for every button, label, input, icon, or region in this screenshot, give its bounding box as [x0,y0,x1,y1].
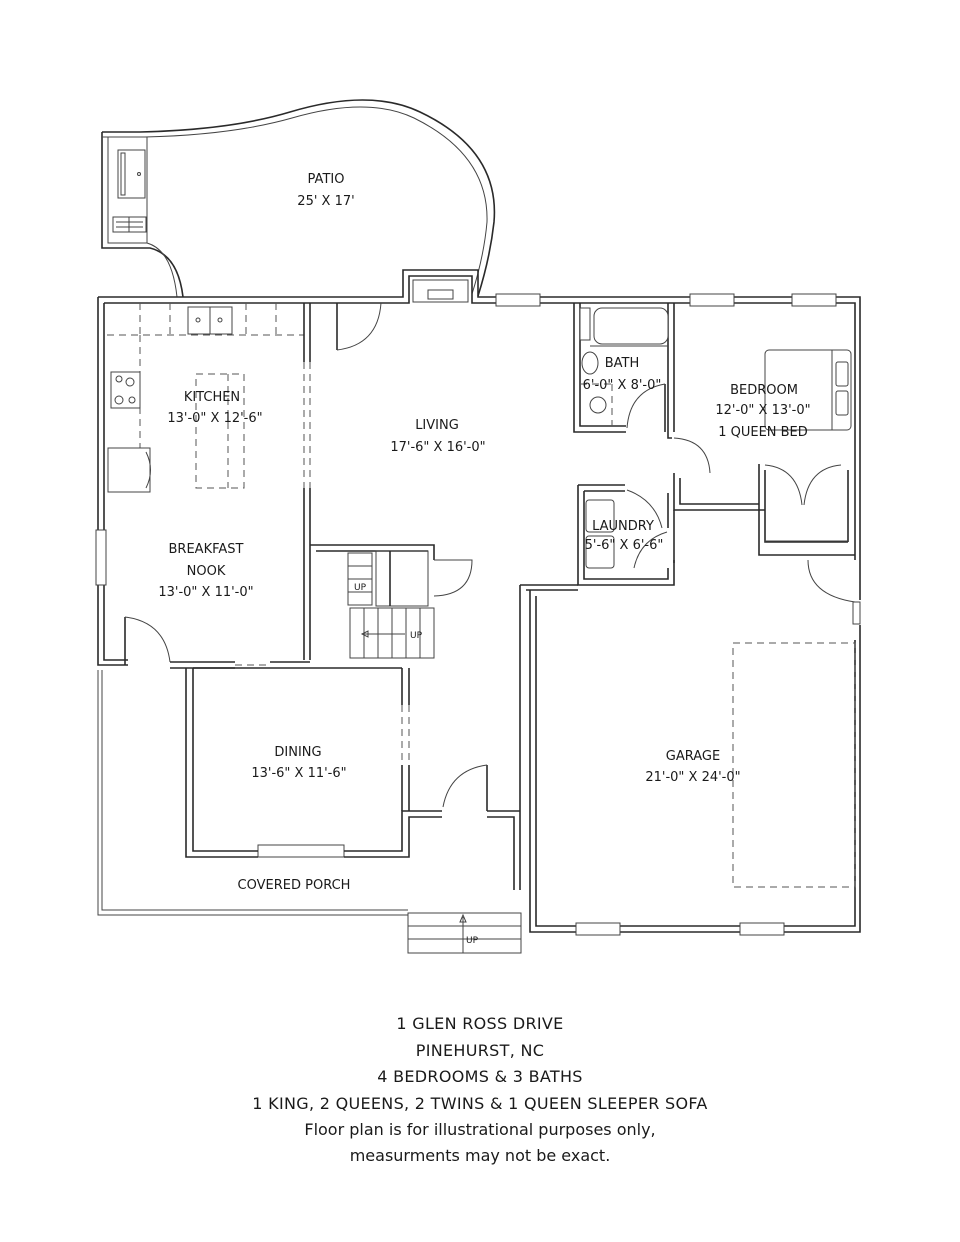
kitchen-island [195,373,245,489]
garage-area: GARAGE 21'-0" X 24'-0" [645,642,856,888]
patio-label: PATIO [308,172,345,187]
garage-label: GARAGE [666,749,720,764]
nook-dims: 13'-0" X 11'-0" [158,585,253,600]
laundry-dims: 5'-6" X 6'-6" [585,538,664,553]
caption-beds: 1 KING, 2 QUEENS, 2 TWINS & 1 QUEEN SLEE… [252,1094,708,1113]
dining-area: DINING 13'-6" X 11'-6" [185,667,520,890]
nook-label-2: NOOK [187,564,226,579]
toilet-icon [581,351,599,375]
living-dims: 17'-6" X 16'-0" [390,440,485,455]
dining-dims: 13'-6" X 11'-6" [251,766,346,781]
porch-steps [407,912,522,954]
caption-summary: 4 BEDROOMS & 3 BATHS [377,1067,583,1086]
living-label: LIVING [415,418,459,433]
bedroom-dims: 12'-0" X 13'-0" [715,403,810,418]
bath-sink-icon [589,396,607,414]
stair-up-label-1: UP [354,583,367,593]
kitchen-area: KITCHEN 13'-0" X 12'-6" [107,303,311,660]
dryer-icon [585,535,615,569]
refrigerator-icon [107,447,151,493]
nook-label-1: BREAKFAST [169,542,244,557]
bed-icon [764,349,852,431]
covered-porch-area: UP COVERED PORCH [97,670,522,954]
kitchen-dims: 13'-0" X 12'-6" [167,411,262,426]
laundry-label: LAUNDRY [592,519,654,534]
staircase: UP UP [347,552,435,659]
bedroom-area: BEDROOM 12'-0" X 13'-0" 1 QUEEN BED [673,349,861,625]
parking-space [732,642,856,888]
windows [95,293,837,936]
bath-area: BATH 6'-0" X 8'-0" [573,303,675,439]
garage-dims: 21'-0" X 24'-0" [645,770,740,785]
laundry-area: LAUNDRY 5'-6" X 6'-6" [519,484,675,890]
dining-label: DINING [274,745,321,760]
porch-up-label: UP [466,936,479,946]
bedroom-beds: 1 QUEEN BED [718,425,808,440]
bath-dims: 6'-0" X 8'-0" [583,378,662,393]
breakfast-nook-area: BREAKFAST NOOK 13'-0" X 11'-0" [124,542,310,669]
patio-dims: 25' X 17' [297,194,354,209]
floor-plan: PATIO 25' X 17' [95,99,861,954]
patio-area: PATIO 25' X 17' [101,99,496,298]
living-area: UP UP LIVING 17'-6" X 16'-0" [310,302,486,659]
caption-disclaimer-2: measurments may not be exact. [349,1146,611,1165]
bathtub-icon [593,307,669,345]
bedroom-label: BEDROOM [730,383,798,398]
washer-icon [585,499,615,533]
fireplace-icon [412,279,469,303]
kitchen-label: KITCHEN [184,390,240,405]
caption-disclaimer-1: Floor plan is for illustrational purpose… [304,1120,656,1139]
bath-label: BATH [605,356,640,371]
caption-city: PINEHURST, NC [415,1041,545,1060]
caption-address: 1 GLEN ROSS DRIVE [396,1014,564,1033]
porch-label: COVERED PORCH [238,878,351,893]
stair-up-label-2: UP [410,631,423,641]
exterior-walls [97,269,861,933]
